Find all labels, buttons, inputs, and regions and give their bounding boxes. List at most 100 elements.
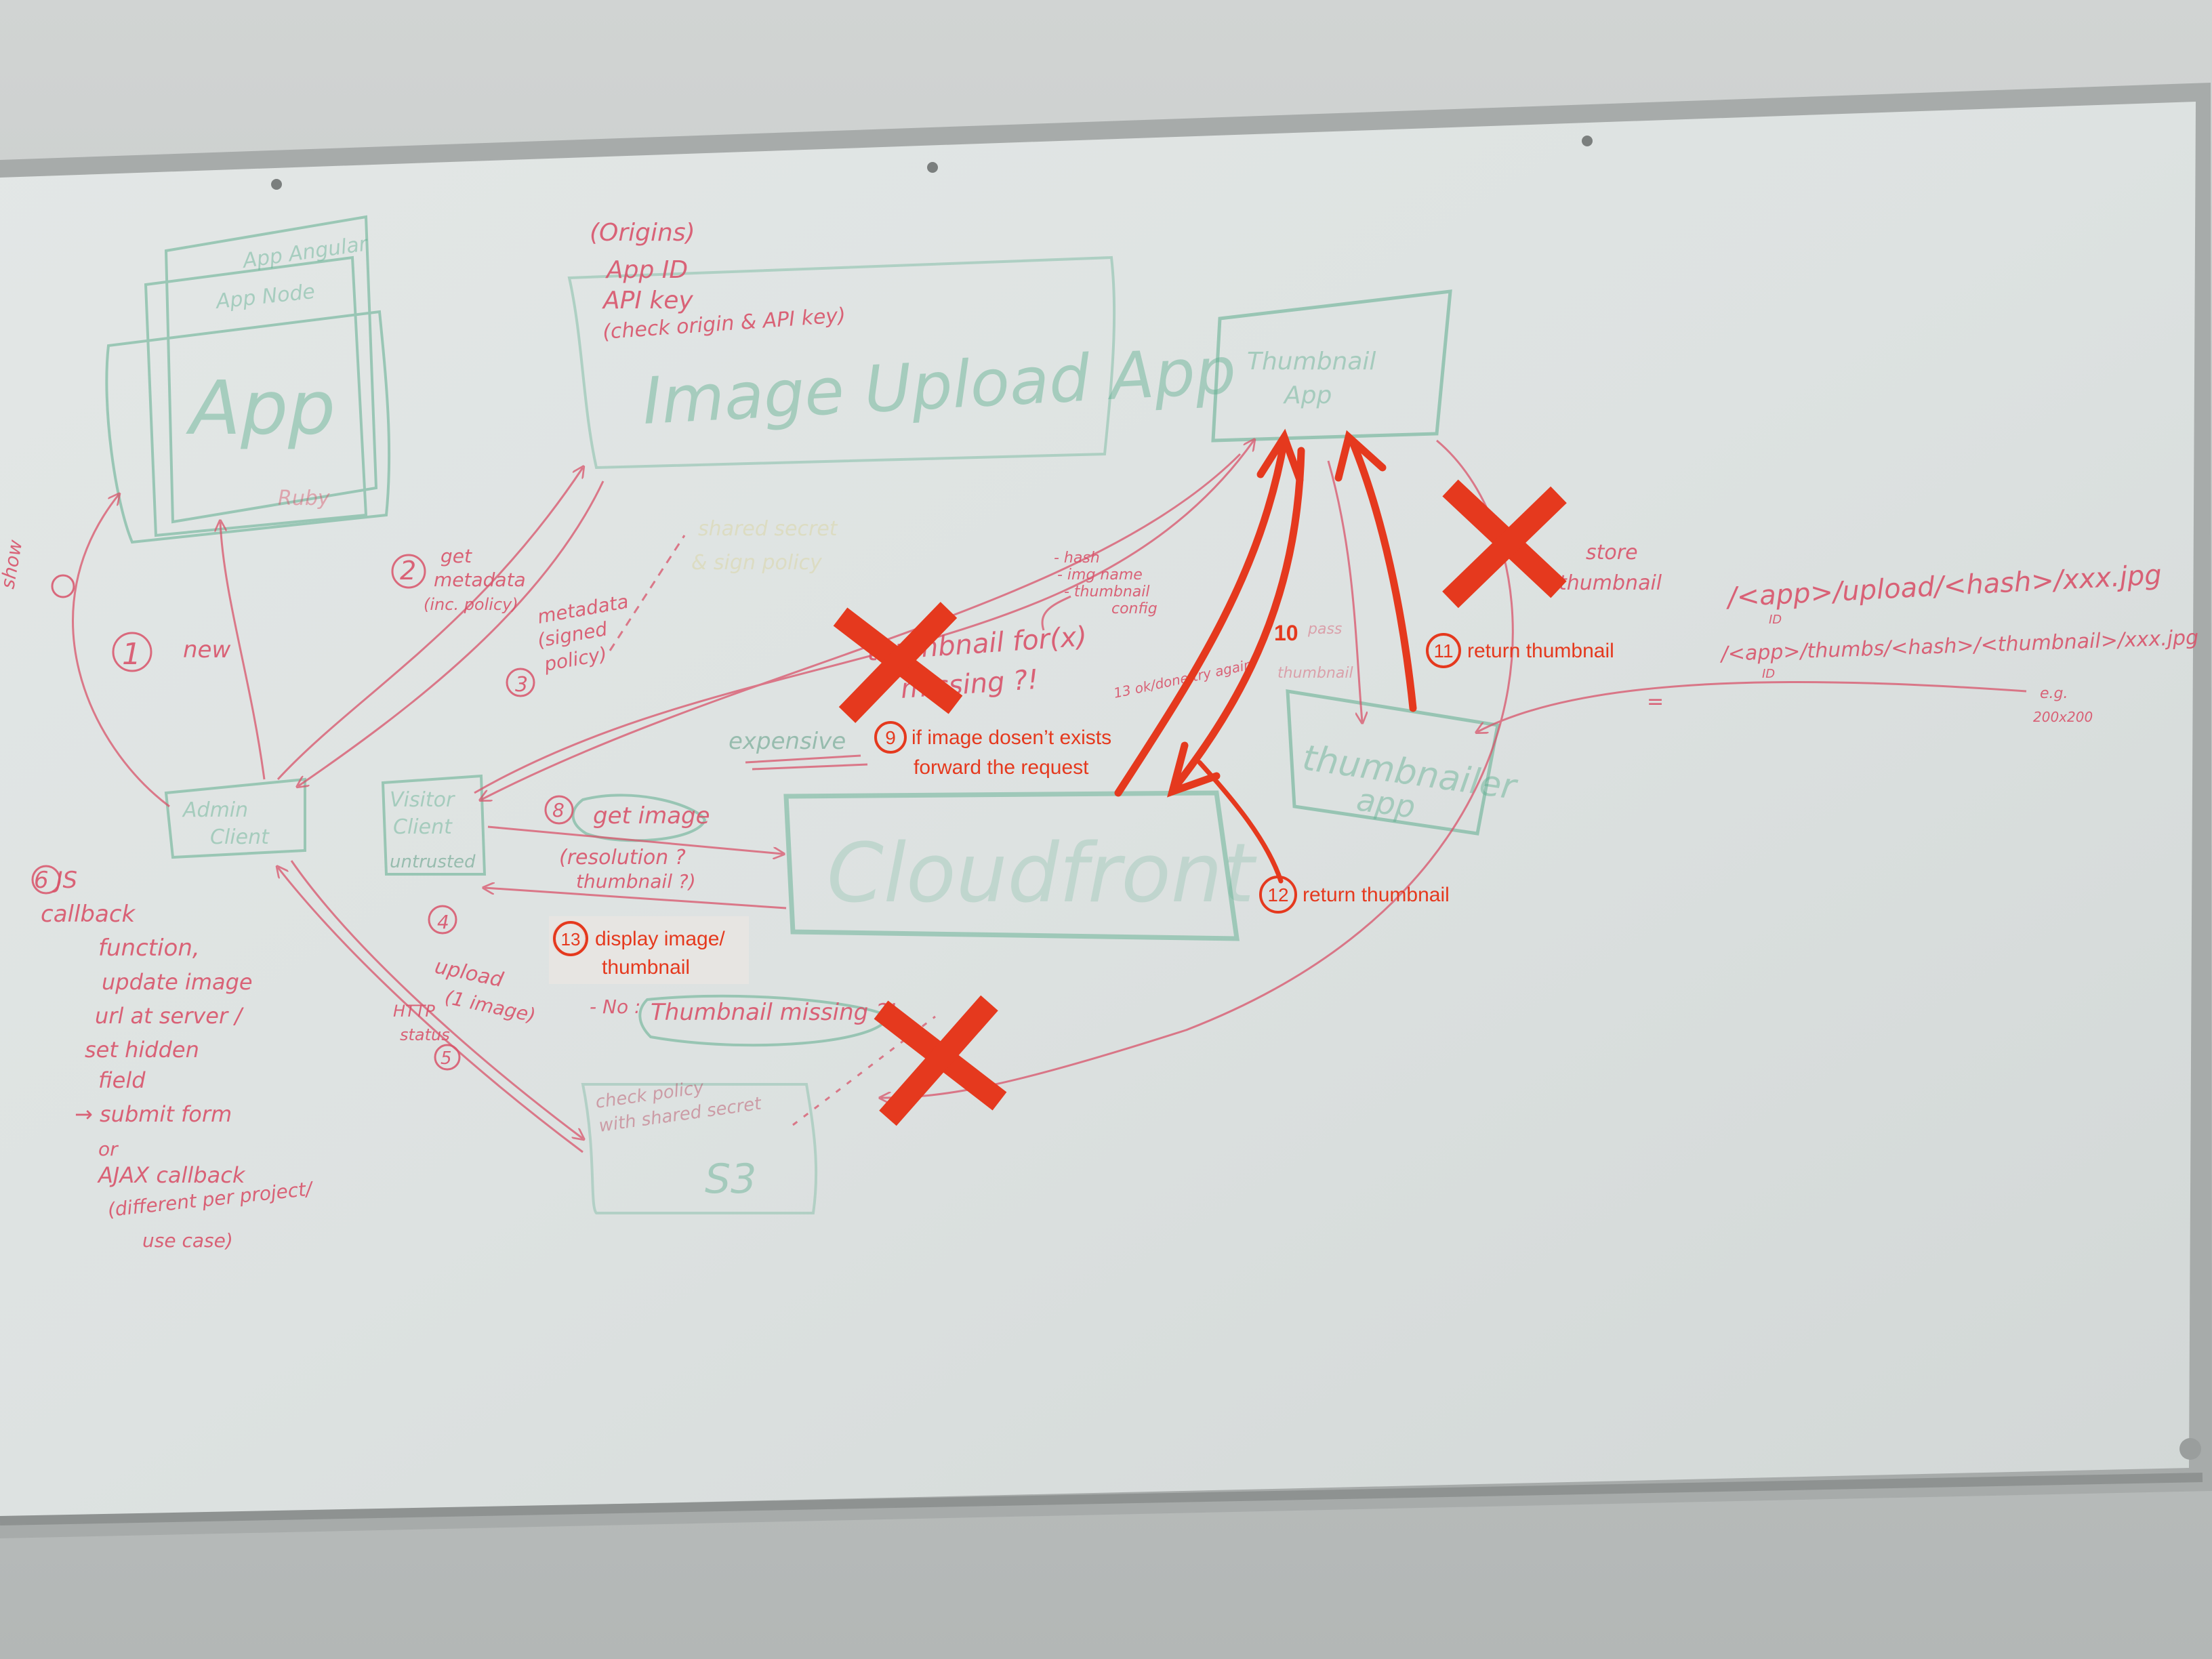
step-1-text: 1 <box>122 637 141 672</box>
js-callback-line-7: field <box>98 1067 146 1093</box>
path-id-2: ID <box>1762 667 1775 681</box>
step-3-circle <box>506 668 535 697</box>
pass-thumbnail-text-2: thumbnail <box>1277 665 1353 682</box>
step-12-number: 12 <box>1267 884 1288 905</box>
arrow-thumbnail-thumbnailer <box>1327 460 1362 722</box>
js-callback-line-10: AJAX callback <box>97 1162 246 1188</box>
s3-text: S3 <box>705 1155 756 1203</box>
cross-mark-icon <box>874 995 1007 1126</box>
step-13-line-1: display image/ <box>595 928 725 950</box>
app-ruby-text: Ruby <box>278 487 331 510</box>
step-11-label: return thumbnail <box>1467 640 1614 662</box>
store-text-1: store <box>1586 541 1638 565</box>
thumbnail-app-text-1: Thumbnail <box>1247 348 1376 375</box>
step-9-number: 9 <box>885 727 896 748</box>
marker-tray <box>0 1473 2203 1525</box>
get-metadata-text-1: get <box>441 545 472 567</box>
visitor-client-text-1: Visitor <box>390 788 455 812</box>
thumbnailer-app-box <box>1286 689 1500 836</box>
js-callback-line-12: use case) <box>142 1229 233 1252</box>
app-stack-box <box>144 255 368 537</box>
arrow-step-12 <box>1197 760 1284 884</box>
step-9-circle <box>874 721 907 754</box>
admin-client-text-1: Admin <box>182 798 248 822</box>
arrow-upload <box>290 860 583 1139</box>
get-metadata-text-2: metadata <box>434 569 526 591</box>
step-12-circle <box>1259 876 1297 914</box>
cross-mark-icon <box>1442 479 1567 609</box>
step-11-number: 11 <box>1433 640 1453 661</box>
arrow-step-9 <box>1114 436 1288 797</box>
api-key-text: API key <box>602 287 693 314</box>
step-5-circle <box>434 1044 461 1071</box>
get-image-bubble <box>571 794 707 842</box>
step-5-text: 5 <box>441 1048 452 1069</box>
app-stack-box <box>164 215 378 524</box>
image-upload-app-box <box>567 255 1116 470</box>
thumbnail-app-text-2: App <box>1283 382 1332 409</box>
step-10-number: 10 <box>1274 621 1298 645</box>
arrow-cloudfront-visitor <box>485 888 787 909</box>
origins-text: (Origins) <box>590 219 695 247</box>
arrow-get-image <box>487 825 783 854</box>
thumbnail-app-box <box>1211 289 1452 443</box>
untrusted-text: untrusted <box>390 852 476 872</box>
hash-note-4: config <box>1111 600 1158 617</box>
step-13-number: 13 <box>561 929 581 949</box>
expensive-underline <box>745 754 868 771</box>
http-text: HTTP <box>393 1002 435 1021</box>
js-callback-line-3: function, <box>98 935 200 962</box>
step-2-circle <box>391 554 426 589</box>
hash-note-2: - img name <box>1057 567 1143 583</box>
js-callback-line-6: set hidden <box>85 1037 199 1063</box>
js-callback-line-5: url at server / <box>95 1003 244 1029</box>
arrow-http-status <box>278 867 583 1153</box>
cloudfront-text: Cloudfront <box>827 827 1257 921</box>
brace-hash-notes <box>1041 595 1071 631</box>
admin-client-text-2: Client <box>210 825 270 849</box>
cross-mark-icon <box>833 602 963 723</box>
eg-size-text: 200x200 <box>2033 709 2093 725</box>
new-text: new <box>183 636 230 663</box>
visitor-client-text-2: Client <box>393 815 453 839</box>
arrow-show <box>72 495 170 808</box>
step-7-circle <box>51 574 75 598</box>
thumbnail-missing-text: Thumbnail missing ?! <box>651 999 897 1026</box>
expensive-text: expensive <box>729 728 846 755</box>
frame-screw <box>271 179 282 190</box>
shared-secret-text-1: shared secret <box>698 517 838 541</box>
step-11-circle <box>1426 633 1461 668</box>
get-image-text: get image <box>593 802 710 830</box>
step-8-text: 8 <box>552 799 565 821</box>
resolution-text-1: (resolution ? <box>559 846 686 869</box>
arrow-step-10-head <box>1167 741 1221 798</box>
thumbnail-missing-bubble <box>638 994 890 1047</box>
get-metadata-text-3: (inc. policy) <box>424 595 518 614</box>
s3-box <box>581 1083 818 1214</box>
step-6-circle <box>31 865 61 895</box>
step-13-line-2: thumbnail <box>602 956 690 979</box>
arrow-step-10 <box>1172 447 1305 790</box>
js-callback-line-2: callback <box>41 901 136 928</box>
app-id-text: App ID <box>605 256 688 284</box>
resolution-text-2: thumbnail ?) <box>576 870 696 893</box>
arrow-thumbnail-visitor <box>481 453 1242 800</box>
whiteboard-surface <box>0 102 2196 1518</box>
shared-secret-text-2: & sign policy <box>691 551 823 575</box>
app-box <box>105 310 391 544</box>
app-text: App <box>186 365 335 451</box>
step-9-line-1: if image dosen’t exists <box>912 726 1111 749</box>
step-8-circle <box>544 795 574 825</box>
step-2-text: 2 <box>400 556 416 586</box>
thumbnailer-text-2: app <box>1354 781 1417 825</box>
arrow-step-11-head <box>1334 430 1387 482</box>
step-12-label: return thumbnail <box>1303 884 1450 906</box>
arrow-metadata-return <box>298 480 605 786</box>
visitor-client-box <box>381 774 487 876</box>
js-callback-line-4: update image <box>102 969 253 995</box>
pass-thumbnail-text-1: pass <box>1307 621 1342 638</box>
step-3-text: 3 <box>515 673 528 697</box>
path-id-1: ID <box>1769 613 1782 627</box>
arrow-new <box>220 522 266 780</box>
